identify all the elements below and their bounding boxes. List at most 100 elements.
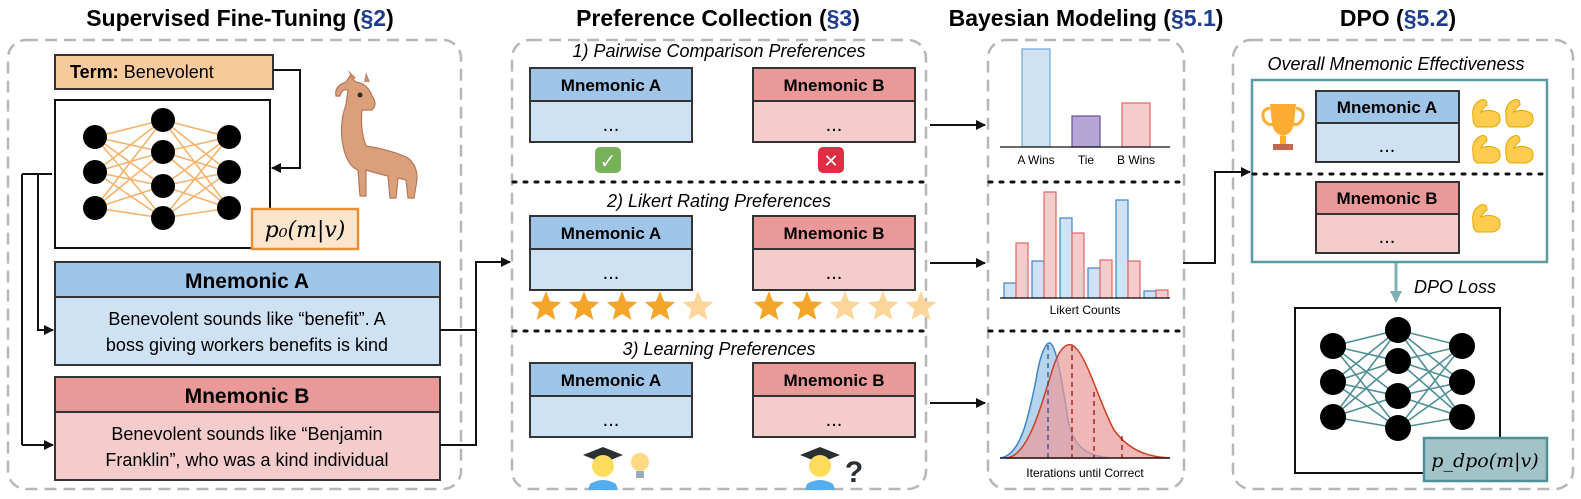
likert-mnemonic-b-body (752, 248, 916, 291)
dpo-net-edge (1397, 345, 1463, 429)
check-icon (595, 147, 621, 173)
sft-net-node (151, 140, 175, 164)
likert-bar-b (1043, 191, 1057, 299)
likert-b-star-icon (753, 291, 785, 320)
likert-bar-b (1015, 242, 1029, 299)
pairwise-mnemonic-a-header (529, 67, 693, 102)
dpo-net-edge (1332, 329, 1399, 383)
likert-bar-a (1143, 290, 1157, 299)
pairwise-mnemonic-a-ellipsis: ... (603, 114, 620, 136)
learning-mnemonic-a-header (529, 362, 693, 397)
dpo-policy-box (1422, 436, 1549, 483)
dpo-net-edge (1332, 329, 1399, 418)
dpo-mnemonic-b-title: Mnemonic B (1336, 189, 1437, 208)
biceps-icon (1472, 204, 1501, 233)
dpo-panel (1231, 38, 1575, 491)
sft-net-node (217, 160, 241, 184)
dpo-mnemonic-a-ellipsis: ... (1379, 135, 1396, 157)
trophy-icon (1261, 104, 1305, 150)
bar-a-wins (1021, 48, 1051, 148)
dpo-net-node (1449, 369, 1475, 395)
dpo-net-node (1385, 348, 1411, 374)
pairwise-label-tie: Tie (1078, 153, 1095, 167)
sft-net-node (83, 125, 107, 149)
dpo-net-node (1449, 404, 1475, 430)
pairwise-title: 1) Pairwise Comparison Preferences (572, 41, 865, 61)
arrow-to-mnemonic-a (37, 174, 54, 335)
likert-bar-a (1059, 217, 1073, 299)
mnemonic-a-out-connector (440, 262, 477, 331)
sft-mnemonic-b-line2: Franklin”, who was a kind individual (105, 450, 388, 470)
sft-mnemonic-b-header (54, 376, 441, 413)
preference-header: Preference Collection (§3) (576, 5, 860, 31)
likert-stars-b (753, 291, 937, 320)
pairwise-label-a: A Wins (1017, 153, 1054, 167)
likert-mnemonic-a-title: Mnemonic A (561, 224, 661, 243)
bayesian-header: Bayesian Modeling (§5.1) (949, 5, 1224, 31)
dpo-net-node (1320, 333, 1346, 359)
sft-net-node (151, 108, 175, 132)
pairwise-mnemonic-b-body (752, 100, 916, 143)
sft-mnemonic-b-line1: Benevolent sounds like “Benjamin (111, 424, 382, 444)
dpo-net-node (1385, 415, 1411, 441)
likert-b-star-icon (905, 291, 937, 320)
dpo-mnemonic-a-title: Mnemonic A (1337, 98, 1437, 117)
likert-b-star-icon (829, 291, 861, 320)
learning-axis-label: Iterations until Correct (1026, 466, 1144, 480)
sft-net-node (217, 125, 241, 149)
pairwise-mnemonic-a-body (529, 100, 693, 143)
dpo-header: DPO (§5.2) (1340, 5, 1456, 31)
sft-mnemonic-a-body (54, 296, 441, 366)
biceps-icon (1472, 135, 1501, 164)
sft-net-edge (94, 119, 164, 209)
likert-bar-b (1155, 289, 1169, 299)
sft-header: Supervised Fine-Tuning (§2) (86, 5, 394, 31)
learning-mnemonic-b-ellipsis: ... (826, 409, 843, 431)
sft-net-node (151, 174, 175, 198)
likert-b-star-icon (867, 291, 899, 320)
dpo-net-edge (1332, 381, 1399, 429)
sft-net-edge (94, 151, 164, 209)
dpo-net-node (1449, 333, 1475, 359)
sft-net-edge (162, 136, 230, 187)
sft-mnemonic-b-title: Mnemonic B (185, 385, 310, 408)
dpo-mnemonic-b-ellipsis: ... (1379, 226, 1396, 248)
bayesian-panel (986, 38, 1186, 491)
sft-net-edge (94, 136, 164, 219)
biceps-icon (1505, 135, 1534, 164)
likert-a-star-icon (568, 291, 600, 320)
sft-net-edge (162, 119, 230, 173)
pairwise-label-b: B Wins (1117, 153, 1155, 167)
likert-bar-b (1127, 260, 1141, 299)
likert-stars-a (530, 291, 714, 320)
likert-bar-b (1099, 259, 1113, 299)
bar-b-wins (1121, 102, 1151, 148)
sft-policy-label: p₀(m|v) (265, 218, 346, 243)
likert-a-star-icon (606, 291, 638, 320)
effectiveness-title: Overall Mnemonic Effectiveness (1267, 54, 1524, 74)
likert-histogram (1003, 191, 1169, 299)
cross-icon (818, 147, 844, 173)
dpo-mnemonic-a-body (1315, 122, 1460, 163)
dpo-loss-label: DPO Loss (1414, 277, 1496, 297)
llama-icon (335, 70, 418, 199)
sft-policy-box (250, 207, 360, 251)
learning-title: 3) Learning Preferences (622, 339, 815, 359)
dpo-mnemonic-b-body (1315, 213, 1460, 254)
student-question-icon: ? (800, 447, 863, 490)
dpo-net-edge (1397, 381, 1463, 429)
svg-text:✕: ✕ (823, 151, 838, 172)
dpo-net-node (1320, 404, 1346, 430)
dpo-net-node (1385, 383, 1411, 409)
pairwise-mnemonic-b-title: Mnemonic B (783, 76, 884, 95)
biceps-icons (1472, 99, 1534, 233)
sft-net-edge (162, 151, 230, 209)
dpo-mnemonic-b-header (1315, 181, 1460, 215)
term-text: Term: Benevolent (70, 62, 214, 82)
sft-net-node (217, 196, 241, 220)
sft-mnemonic-a-line1: Benevolent sounds like “benefit”. A (108, 309, 385, 329)
learning-dist-b (1005, 343, 1171, 459)
pairwise-mnemonic-b-header (752, 67, 916, 102)
preference-cards: Mnemonic A...Mnemonic B...Mnemonic A...M… (529, 67, 916, 438)
likert-a-star-icon (530, 291, 562, 320)
